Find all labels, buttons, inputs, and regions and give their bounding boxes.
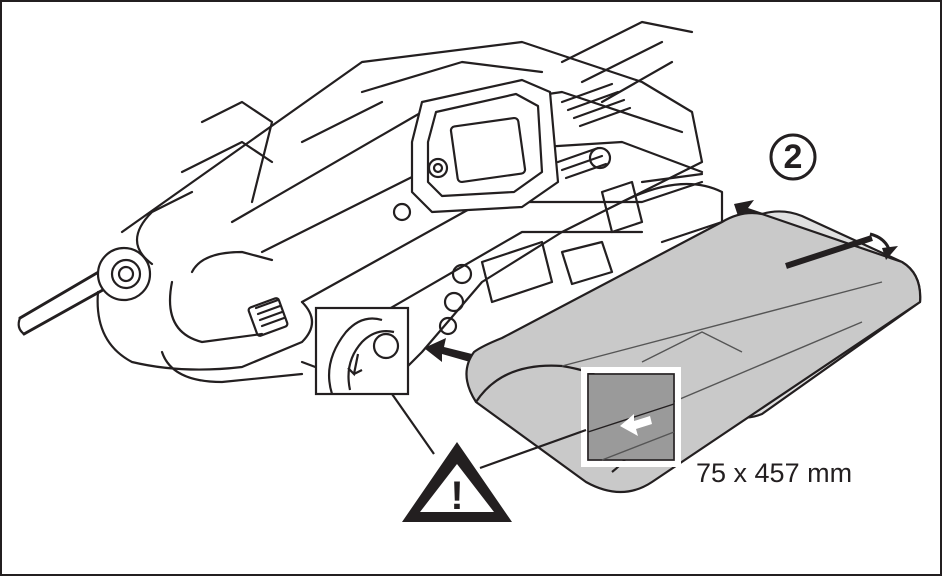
sanding-belt — [465, 210, 922, 493]
warning-pointer-lines — [391, 393, 587, 470]
belt-direction-arrow-bottom — [424, 338, 472, 362]
step-number: 2 — [783, 137, 803, 176]
control-panel — [410, 78, 560, 214]
sander-body — [120, 20, 724, 394]
belt-size-label: 75 x 457 mm — [696, 458, 853, 488]
belt-rotation-arrow — [785, 235, 873, 269]
warning-exclamation: ! — [450, 474, 463, 518]
power-cord — [17, 246, 152, 336]
rear-handle — [96, 100, 314, 384]
speed-dial — [247, 297, 289, 337]
sander-arrow-callout — [314, 306, 410, 396]
warning-triangle-icon — [402, 442, 512, 522]
belt-arrow-callout — [581, 367, 681, 467]
step-number-circle — [769, 133, 817, 181]
belt-direction-marking-icon — [620, 414, 652, 436]
